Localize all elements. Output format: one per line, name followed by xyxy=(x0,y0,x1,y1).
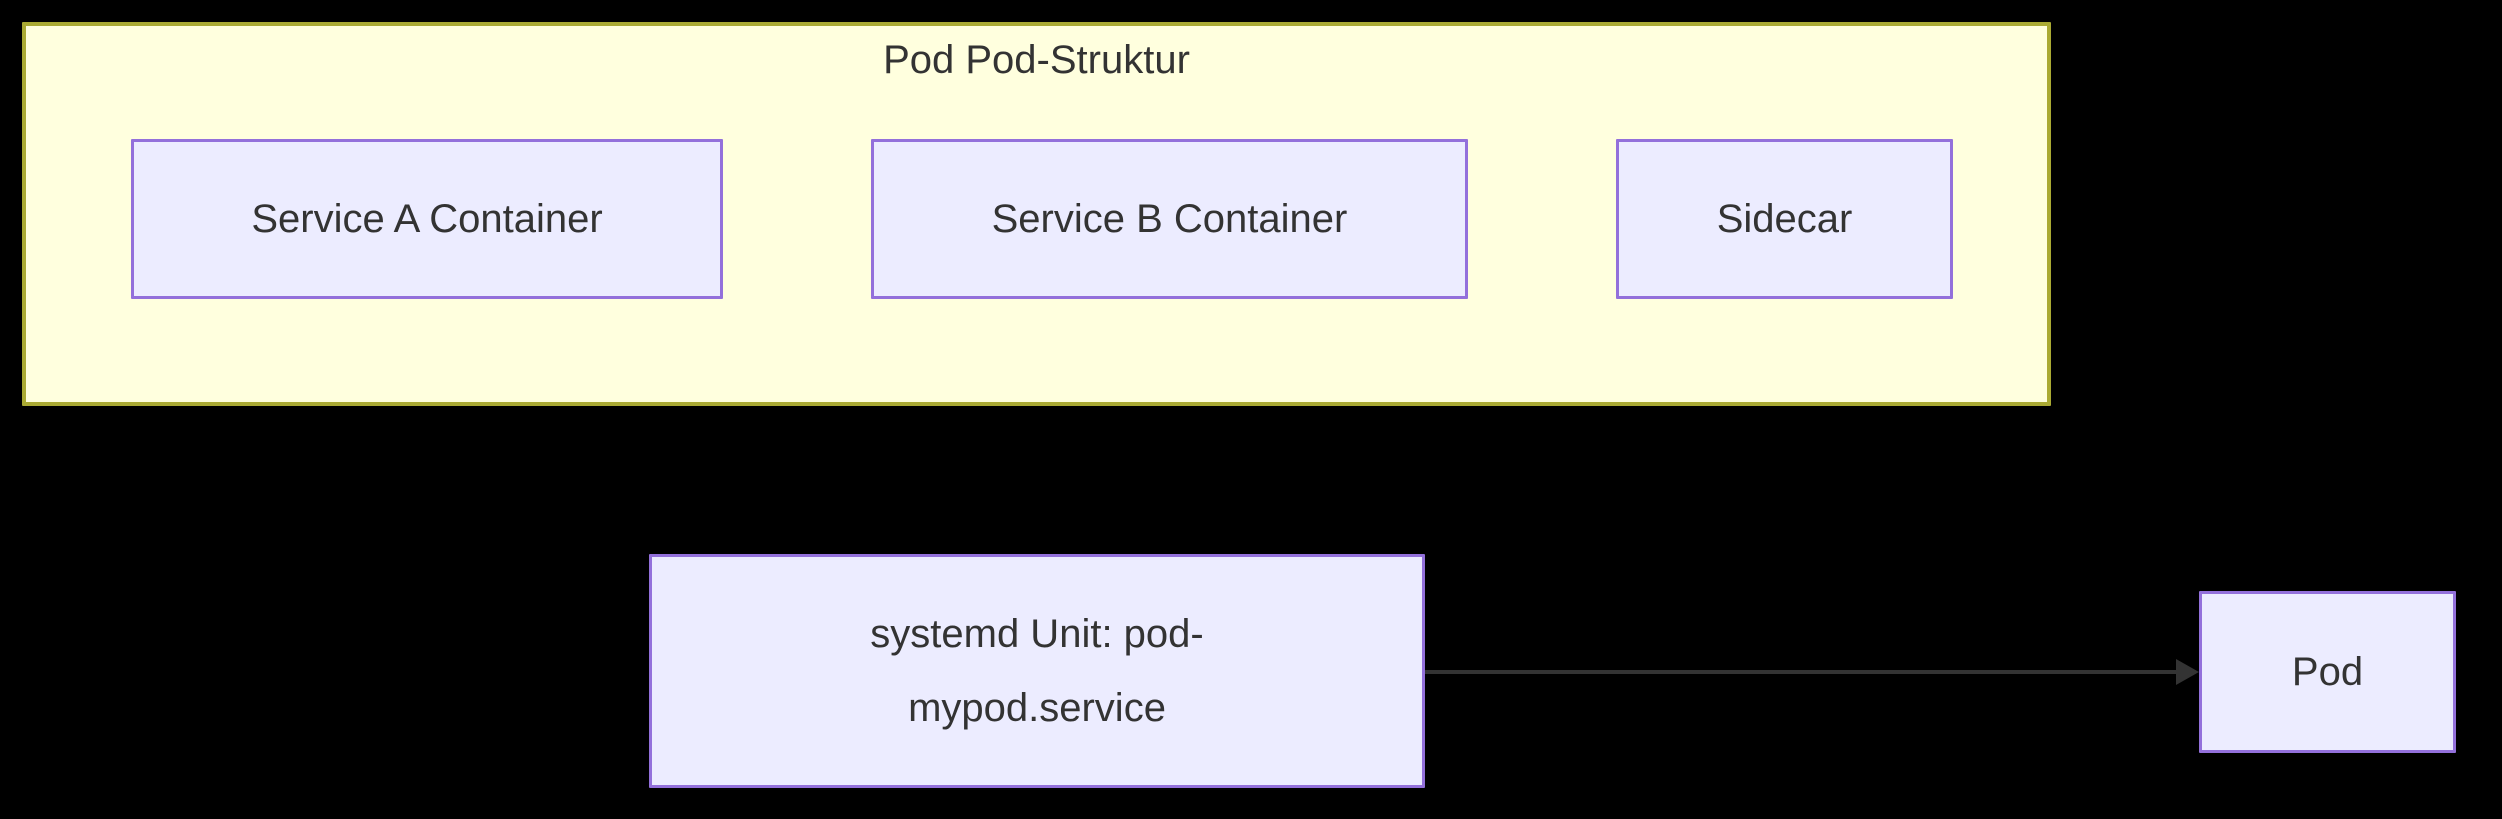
node-pod-label: Pod xyxy=(2291,649,2364,694)
node-sidecar: Sidecar xyxy=(1616,139,1953,299)
node-systemd-unit: systemd Unit: pod- mypod.service xyxy=(649,554,1425,788)
node-service-a-label: Service A Container xyxy=(251,196,603,241)
arrowhead-icon xyxy=(2176,659,2199,685)
node-service-b-label: Service B Container xyxy=(991,196,1348,241)
node-systemd-label-line-1: systemd Unit: pod- xyxy=(870,612,1204,656)
node-pod: Pod xyxy=(2199,591,2456,753)
node-systemd-label-line-2: mypod.service xyxy=(908,686,1166,730)
node-service-a-container: Service A Container xyxy=(131,139,723,299)
edge-systemd-to-pod-line xyxy=(1425,670,2180,674)
cluster-title: Pod Pod-Struktur xyxy=(883,38,1190,82)
cluster-pod-struktur: Pod Pod-Struktur Service A Container Ser… xyxy=(22,22,2051,406)
node-service-b-container: Service B Container xyxy=(871,139,1468,299)
node-sidecar-label: Sidecar xyxy=(1716,196,1853,241)
